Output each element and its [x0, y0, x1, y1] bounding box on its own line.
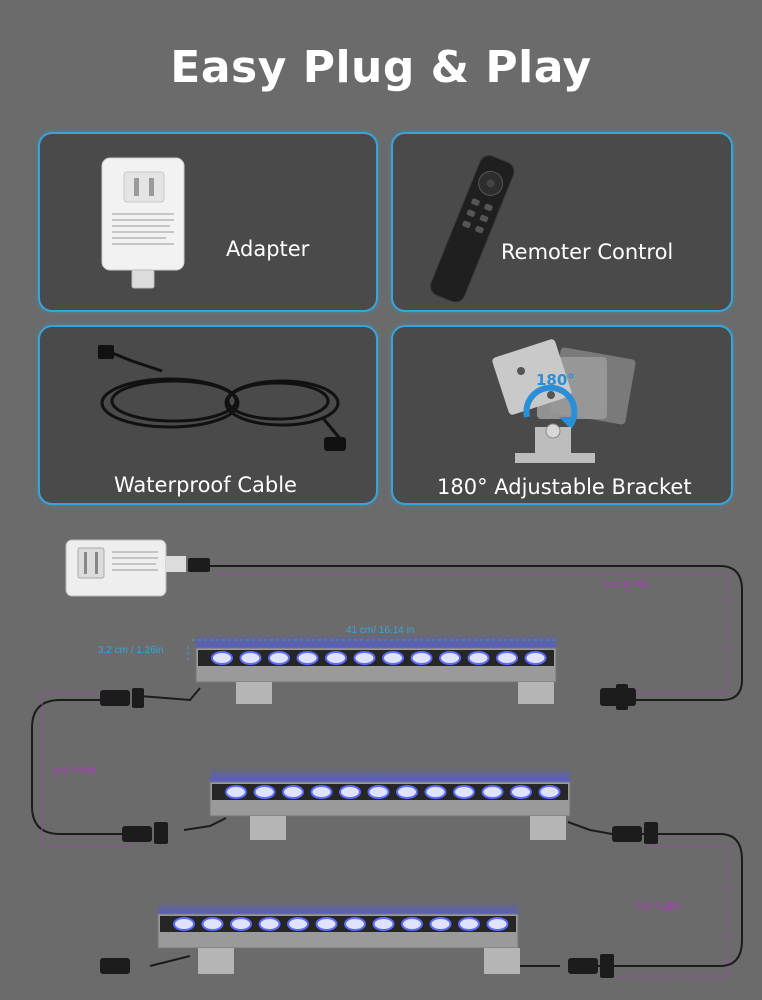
- led-lens: [453, 785, 475, 799]
- led-lens: [201, 917, 224, 931]
- led-lens: [367, 785, 390, 799]
- bracket-angle-badge: 180°: [536, 371, 575, 389]
- led-lens: [538, 785, 561, 799]
- power-adapter-icon: [101, 157, 185, 289]
- remote-control-icon: [429, 155, 515, 302]
- led-lens: [396, 785, 418, 799]
- led-lens: [481, 785, 504, 799]
- led-lens: [325, 651, 347, 665]
- led-lens: [339, 785, 361, 799]
- bracket-label: 180° Adjustable Bracket: [437, 475, 692, 499]
- led-lens: [268, 651, 290, 665]
- led-lens: [296, 651, 319, 665]
- remote-card: Remoter Control: [391, 132, 733, 312]
- page-title: Easy Plug & Play: [170, 42, 592, 93]
- adapter-unit: [65, 539, 210, 597]
- led-lens: [310, 785, 333, 799]
- led-bar-1: [195, 634, 557, 704]
- led-lens: [258, 917, 281, 931]
- led-lens: [173, 917, 195, 931]
- led-lens: [372, 917, 395, 931]
- cable-adapter-to-bar1: [210, 565, 743, 701]
- cable-label: Waterproof Cable: [114, 473, 297, 497]
- led-lens: [287, 917, 309, 931]
- led-lens: [410, 651, 433, 665]
- coiled-cable-icon: [98, 345, 346, 451]
- led-lens: [225, 785, 247, 799]
- adapter-card: Adapter: [38, 132, 378, 312]
- cable-length-label-1: 1m/ 3.28ft: [603, 580, 648, 591]
- led-lens: [486, 917, 509, 931]
- height-label: 3.2 cm / 1.26in: [98, 645, 164, 656]
- cable-length-label-3: 1m/ 3.28ft: [636, 901, 681, 912]
- length-label: 41 cm/ 16.14 in: [346, 625, 415, 636]
- adapter-label: Adapter: [226, 237, 310, 261]
- cable-bar1-to-bar2: [31, 699, 124, 835]
- led-lens: [344, 917, 366, 931]
- led-bar-3: [157, 902, 520, 974]
- led-lens: [467, 651, 490, 665]
- led-lens: [458, 917, 480, 931]
- bracket-card: 180° 180° Adjustable Bracket: [391, 325, 733, 505]
- led-lens: [524, 651, 547, 665]
- led-lens: [429, 917, 452, 931]
- led-lens: [382, 651, 404, 665]
- led-lens: [282, 785, 304, 799]
- led-lens: [315, 917, 338, 931]
- led-lens: [439, 651, 461, 665]
- led-lens: [401, 917, 423, 931]
- led-lens: [496, 651, 518, 665]
- cable-card: Waterproof Cable: [38, 325, 378, 505]
- led-lens: [239, 651, 262, 665]
- led-lens: [353, 651, 376, 665]
- led-lens: [424, 785, 447, 799]
- cable-bar2-to-bar3: [590, 833, 743, 967]
- remote-label: Remoter Control: [501, 240, 674, 264]
- led-lens: [510, 785, 532, 799]
- led-lens: [211, 651, 233, 665]
- led-lens: [253, 785, 276, 799]
- led-bar-2: [209, 768, 571, 840]
- cable-length-label-2: 1m/ 3.28ft: [52, 766, 97, 777]
- led-lens: [230, 917, 252, 931]
- mounting-bracket-icon: [492, 339, 636, 463]
